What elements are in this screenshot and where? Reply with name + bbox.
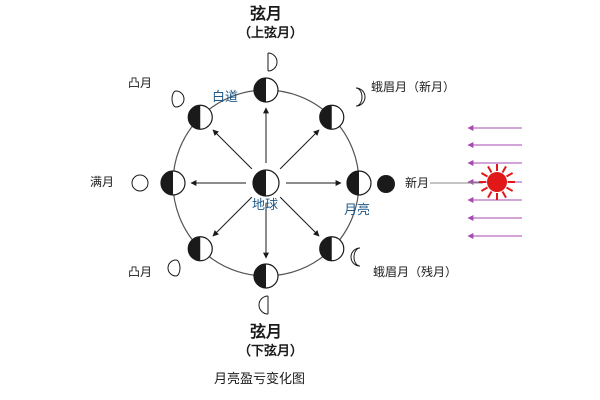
sun-disc xyxy=(487,172,507,192)
earth-icon xyxy=(252,169,280,197)
sun-ray xyxy=(487,191,493,199)
moon-icon-crescent-waning-dark-half xyxy=(319,236,332,261)
arrow-southeast xyxy=(279,196,320,237)
full-moon-label: 满月 xyxy=(90,175,115,189)
appearance-gibbous-waxing xyxy=(171,90,185,108)
top-phase-subtitle: （上弦月） xyxy=(238,26,304,41)
arrow-northwest xyxy=(212,129,253,170)
moon-icon-crescent-waxing-dark-half xyxy=(319,105,332,130)
appearance-third-quarter-arc xyxy=(258,295,269,315)
moon-icon-first-quarter-dark-half xyxy=(254,78,266,102)
moon-path-label: 白道 xyxy=(212,90,239,105)
moon-label: 月亮 xyxy=(344,203,371,218)
appearance-gibbous-waning xyxy=(167,259,181,277)
sun-icon xyxy=(479,164,515,200)
sun-ray xyxy=(506,186,514,192)
sun-ray xyxy=(501,165,507,173)
bottom-phase-subtitle: （下弦月） xyxy=(238,344,304,359)
moon-icon-gibbous-waxing-dark-half xyxy=(188,105,201,130)
earth-label: 地球 xyxy=(252,198,279,213)
sun-ray xyxy=(487,165,493,173)
appearance-crescent-waxing xyxy=(355,87,366,107)
crescent-bottom-label: 蛾眉月（残月） xyxy=(373,265,458,279)
top-phase-title: 弦月 xyxy=(250,4,283,23)
moon-icon-new-dark-half xyxy=(347,171,359,195)
earth-icon-dark-half xyxy=(253,170,266,196)
appearance-new-moon xyxy=(377,175,395,193)
appearance-first-quarter xyxy=(267,52,278,72)
moon-icon-gibbous-waning xyxy=(187,236,213,262)
arrow-northeast xyxy=(279,129,320,170)
moon-icon-crescent-waning xyxy=(319,236,345,262)
bottom-phase-title: 弦月 xyxy=(250,322,283,341)
sun-ray xyxy=(506,172,514,178)
moon-icon-gibbous-waxing xyxy=(187,104,213,130)
crescent-top-label: 蛾眉月（新月） xyxy=(371,80,456,94)
moon-icon-crescent-waxing xyxy=(319,104,345,130)
gibbous-top-label: 凸月 xyxy=(128,76,153,90)
appearance-third-quarter xyxy=(258,295,269,315)
sun-ray xyxy=(480,186,488,192)
appearance-first-quarter-arc xyxy=(267,52,278,72)
appearance-full-moon xyxy=(131,174,149,192)
appearance-crescent-waning xyxy=(350,247,361,267)
moon-icon-full xyxy=(160,170,186,196)
moon-icon-gibbous-waning-dark-half xyxy=(188,236,201,261)
moon-icon-third-quarter xyxy=(253,263,279,289)
arrow-southwest xyxy=(212,196,253,237)
gibbous-bottom-label: 凸月 xyxy=(128,265,153,279)
sun-ray xyxy=(501,191,507,199)
diagram-caption: 月亮盈亏变化图 xyxy=(214,372,306,387)
moon-icon-new xyxy=(346,170,372,196)
sun-ray xyxy=(480,172,488,178)
moon-icon-first-quarter xyxy=(253,77,279,103)
moon-icon-full-dark-half xyxy=(161,171,173,195)
new-moon-label: 新月 xyxy=(405,176,430,190)
moon-icon-third-quarter-dark-half xyxy=(254,264,266,288)
